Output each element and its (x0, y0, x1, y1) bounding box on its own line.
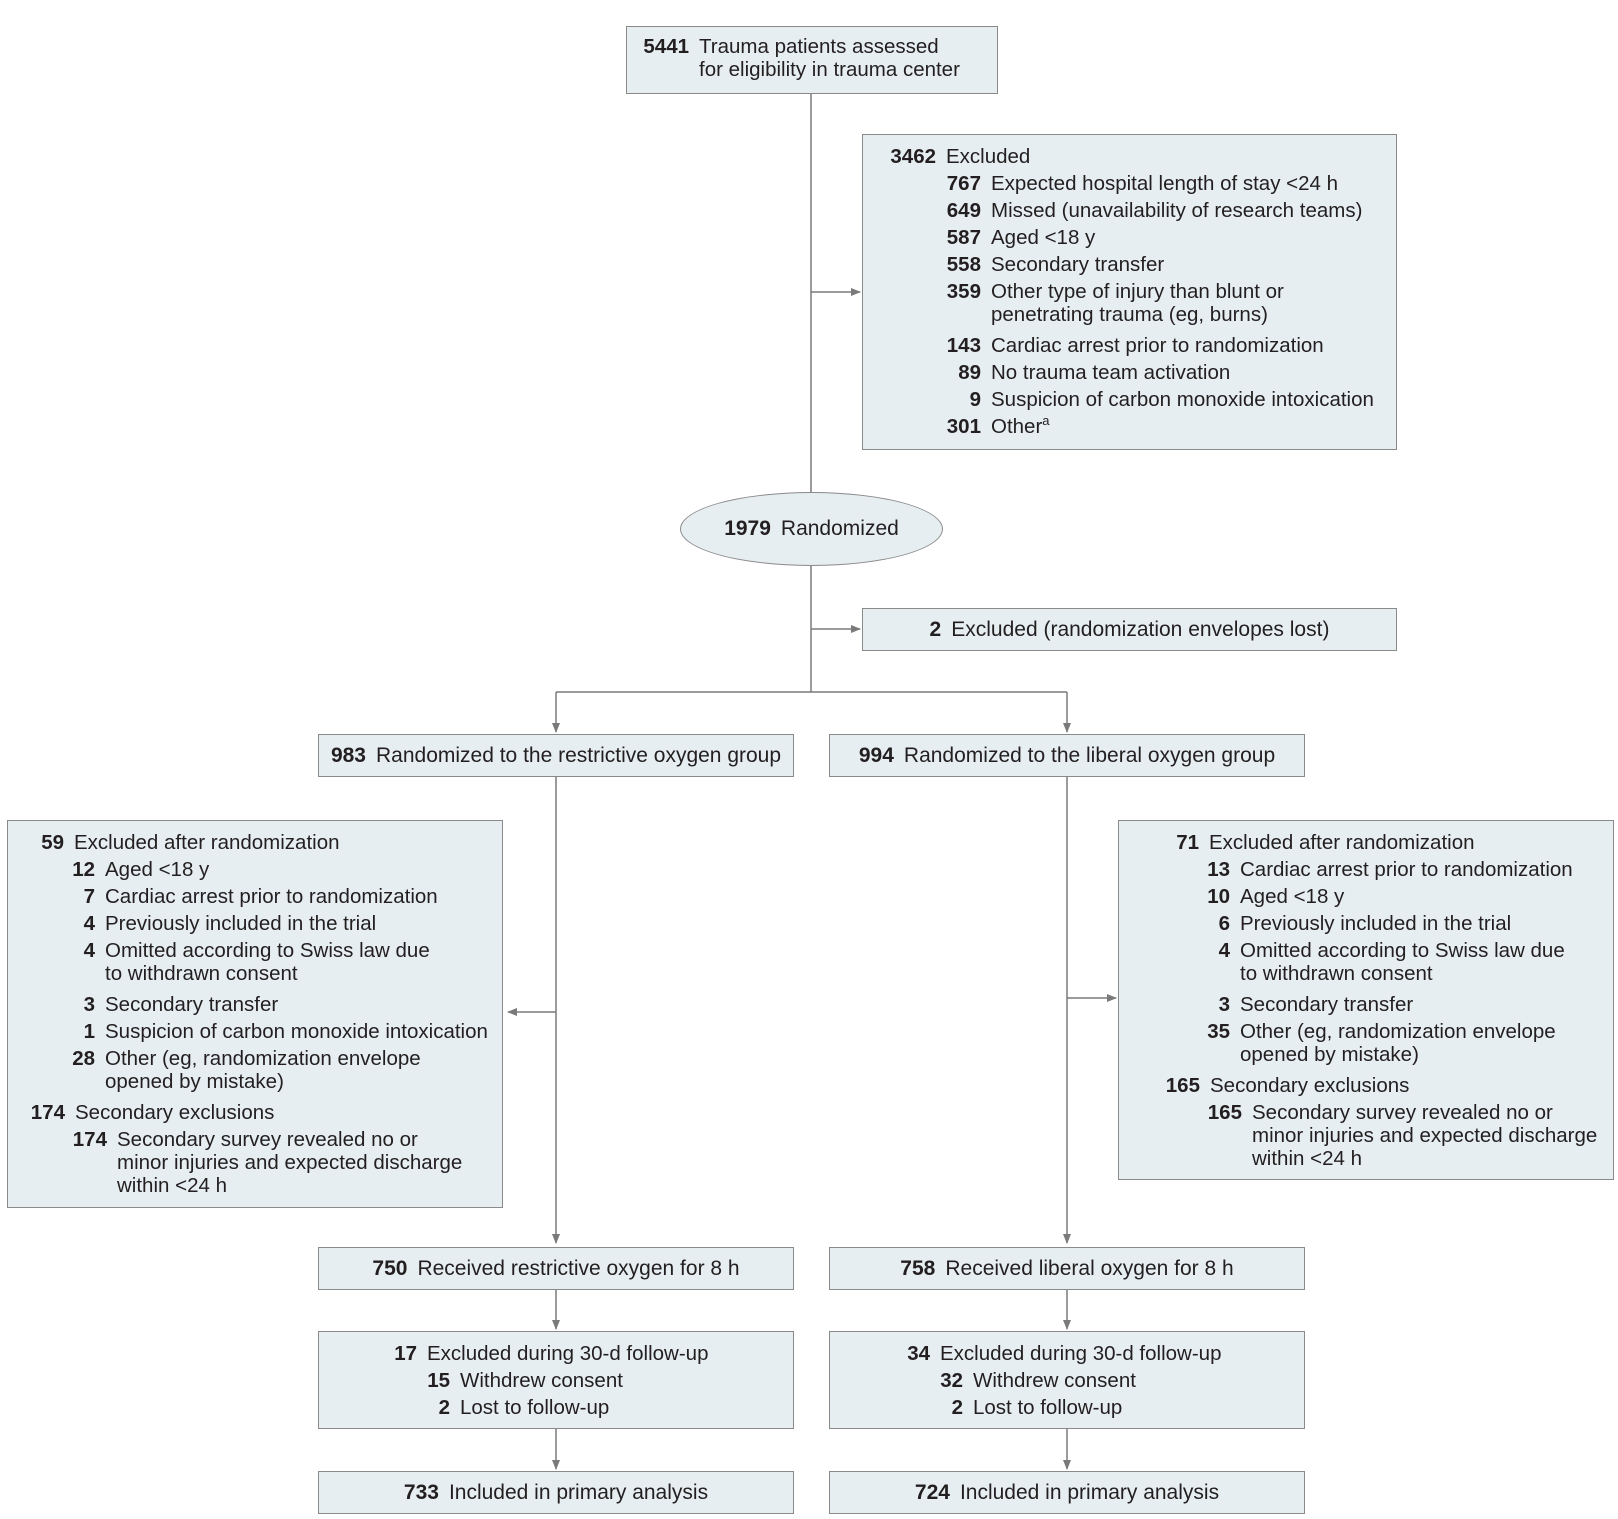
excluded-envelopes-count: 2 (929, 618, 942, 641)
restrictive-excluded-count: 59 (41, 831, 64, 854)
restrictive-followup-label: Excluded during 30-d follow-up (427, 1342, 709, 1365)
excluded-item: 10 Aged <18 y (1207, 885, 1345, 908)
enrollment-count: 5441 (643, 35, 689, 58)
liberal-analysis-label: Included in primary analysis (959, 1481, 1220, 1504)
secondary-exclusions: 174 Secondary exclusions (30, 1101, 275, 1124)
secondary-exclusions: 165 Secondary exclusions (1165, 1074, 1410, 1097)
excluded-item: 767 Expected hospital length of stay <24… (946, 172, 1339, 195)
liberal-excluded-count: 71 (1176, 831, 1199, 854)
liberal-excluded-box: 71 Excluded after randomization 13 Cardi… (1118, 820, 1614, 1180)
restrictive-excluded-label: Excluded after randomization (74, 831, 340, 854)
excluded-item: 3 Secondary transfer (83, 993, 279, 1016)
followup-item: 32 Withdrew consent (940, 1369, 1136, 1392)
liberal-allocated-box: 994 Randomized to the liberal oxygen gro… (829, 734, 1305, 777)
restrictive-allocated-box: 983 Randomized to the restrictive oxygen… (318, 734, 794, 777)
liberal-allocated-count: 994 (858, 744, 894, 767)
excluded-item: 12 Aged <18 y (72, 858, 210, 881)
excluded-item: 9 Suspicion of carbon monoxide intoxicat… (969, 388, 1374, 411)
followup-item: 2 Lost to follow-up (951, 1396, 1123, 1419)
randomized-label: Randomized (780, 517, 899, 540)
liberal-allocated-label: Randomized to the liberal oxygen group (903, 744, 1276, 767)
restrictive-allocated-count: 983 (330, 744, 366, 767)
restrictive-received-label: Received restrictive oxygen for 8 h (417, 1257, 740, 1280)
footnote-marker: a (1042, 413, 1050, 429)
excluded-item: 13 Cardiac arrest prior to randomization (1207, 858, 1573, 881)
excluded-item: 89 No trauma team activation (958, 361, 1231, 384)
liberal-followup-label: Excluded during 30-d follow-up (940, 1342, 1222, 1365)
excluded-initial-box: 3462 Excluded 767 Expected hospital leng… (862, 134, 1397, 450)
liberal-excluded-label: Excluded after randomization (1209, 831, 1475, 854)
liberal-followup-count: 34 (907, 1342, 930, 1365)
excluded-initial-count: 3462 (890, 145, 936, 168)
liberal-received-label: Received liberal oxygen for 8 h (945, 1257, 1234, 1280)
restrictive-allocated-label: Randomized to the restrictive oxygen gro… (375, 744, 782, 767)
restrictive-analysis-label: Included in primary analysis (448, 1481, 709, 1504)
restrictive-excluded-box: 59 Excluded after randomization 12 Aged … (7, 820, 503, 1208)
restrictive-followup-box: 17 Excluded during 30-d follow-up 15 Wit… (318, 1331, 794, 1429)
excluded-item: 4 Previously included in the trial (83, 912, 377, 935)
excluded-item: 649 Missed (unavailability of research t… (946, 199, 1363, 222)
restrictive-received-box: 750 Received restrictive oxygen for 8 h (318, 1247, 794, 1290)
excluded-item: 1 Suspicion of carbon monoxide intoxicat… (83, 1020, 488, 1043)
restrictive-analysis-count: 733 (403, 1481, 439, 1504)
excluded-item: 3 Secondary transfer (1218, 993, 1414, 1016)
liberal-analysis-box: 724 Included in primary analysis (829, 1471, 1305, 1514)
excluded-item: 143 Cardiac arrest prior to randomizatio… (946, 334, 1324, 357)
followup-item: 2 Lost to follow-up (438, 1396, 610, 1419)
liberal-received-box: 758 Received liberal oxygen for 8 h (829, 1247, 1305, 1290)
randomized-ellipse: 1979 Randomized (680, 492, 943, 566)
liberal-followup-box: 34 Excluded during 30-d follow-up 32 Wit… (829, 1331, 1305, 1429)
excluded-initial-label: Excluded (946, 145, 1031, 168)
restrictive-analysis-box: 733 Included in primary analysis (318, 1471, 794, 1514)
excluded-item: 587 Aged <18 y (946, 226, 1096, 249)
excluded-envelopes-box: 2 Excluded (randomization envelopes lost… (862, 608, 1397, 651)
followup-item: 15 Withdrew consent (427, 1369, 623, 1392)
excluded-envelopes-label: Excluded (randomization envelopes lost) (951, 618, 1330, 641)
liberal-analysis-count: 724 (914, 1481, 950, 1504)
excluded-item: 301 Othera (946, 413, 1050, 438)
excluded-item: 6 Previously included in the trial (1218, 912, 1512, 935)
excluded-item: 7 Cardiac arrest prior to randomization (83, 885, 438, 908)
excluded-item: 558 Secondary transfer (946, 253, 1165, 276)
restrictive-followup-count: 17 (394, 1342, 417, 1365)
randomized-count: 1979 (724, 517, 771, 540)
restrictive-received-count: 750 (372, 1257, 408, 1280)
liberal-received-count: 758 (900, 1257, 936, 1280)
